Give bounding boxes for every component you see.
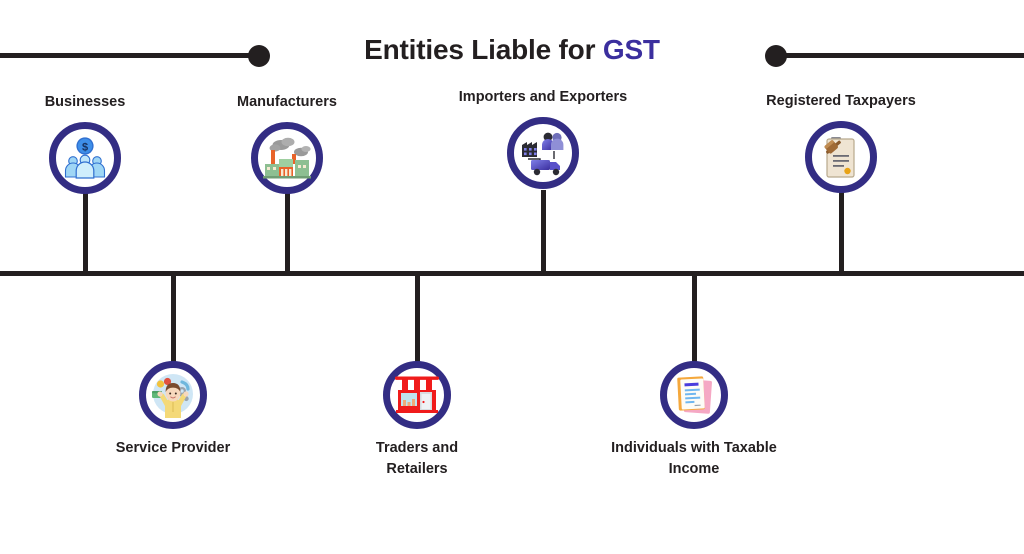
node-registered-taxpayers-icon-ring — [805, 121, 877, 193]
businesses-people-coin-icon: $ — [60, 133, 110, 183]
node-service-provider-icon-ring — [139, 361, 207, 429]
top-left-rail — [0, 53, 262, 58]
top-right-rail — [775, 53, 1024, 58]
node-businesses-label: Businesses — [44, 94, 126, 110]
gavel-document-icon — [818, 133, 864, 181]
top-right-rail-enddot — [765, 45, 787, 67]
page-title: Entities Liable for GST — [0, 34, 1024, 66]
storefront-icon — [394, 373, 440, 417]
node-businesses[interactable]: Businesses $ — [0, 92, 200, 194]
factory-icon — [261, 133, 313, 183]
documents-stack-icon — [672, 373, 716, 417]
node-importers-exporters[interactable]: Importers and Exporters — [428, 87, 658, 189]
service-person-tools-icon — [149, 372, 197, 418]
node-manufacturers[interactable]: Manufacturers — [172, 92, 402, 194]
stem-service-provider — [171, 272, 176, 362]
node-traders-retailers-icon-ring — [383, 361, 451, 429]
stem-importers-exporters — [541, 190, 546, 274]
page-title-accent: GST — [602, 34, 660, 65]
node-individuals-taxable-income-icon-ring — [660, 361, 728, 429]
node-manufacturers-label: Manufacturers — [237, 94, 337, 110]
node-service-provider[interactable]: Service Provider — [58, 361, 288, 459]
node-manufacturers-icon-ring — [251, 122, 323, 194]
node-service-provider-label: Service Provider — [115, 440, 231, 456]
node-importers-exporters-label: Importers and Exporters — [458, 89, 628, 105]
node-importers-exporters-icon-ring — [507, 117, 579, 189]
node-businesses-icon-ring: $ — [49, 122, 121, 194]
svg-text:$: $ — [82, 141, 88, 153]
node-traders-retailers[interactable]: Traders and Retailers — [302, 361, 532, 480]
main-timeline-spine — [0, 271, 1024, 276]
stem-businesses — [83, 190, 88, 274]
page-title-main: Entities Liable for — [364, 34, 603, 65]
stem-registered-taxpayers — [839, 190, 844, 274]
top-left-rail-enddot — [248, 45, 270, 67]
node-individuals-taxable-income[interactable]: Individuals with Taxable Income — [579, 361, 809, 480]
warehouse-truck-icon — [518, 129, 568, 177]
node-registered-taxpayers-label: Registered Taxpayers — [766, 93, 916, 109]
stem-individuals-taxable-income — [692, 272, 697, 362]
stem-manufacturers — [285, 190, 290, 274]
node-individuals-taxable-income-label: Individuals with Taxable Income — [611, 440, 777, 477]
stem-traders-retailers — [415, 272, 420, 362]
node-traders-retailers-label: Traders and Retailers — [375, 440, 459, 477]
node-registered-taxpayers[interactable]: Registered Taxpayers — [726, 91, 956, 193]
